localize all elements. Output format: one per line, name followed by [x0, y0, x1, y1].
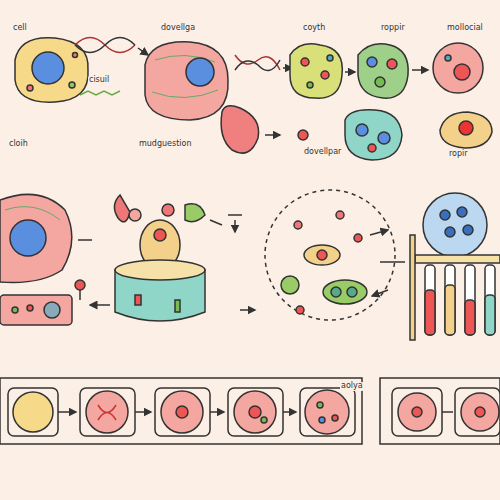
text-label: cloih	[8, 140, 29, 149]
text-label: coyth	[302, 24, 326, 33]
text-label: mudguestion	[138, 140, 193, 149]
text-label: dovellga	[160, 24, 196, 33]
text-label: aolya	[340, 382, 364, 391]
text-label: mollocial	[446, 24, 484, 33]
text-label: cell	[12, 24, 28, 33]
text-label: ropir	[448, 150, 469, 159]
text-label: roppir	[380, 24, 406, 33]
text-label: dovellpar	[303, 148, 342, 157]
text-label: cisuil	[88, 76, 110, 85]
